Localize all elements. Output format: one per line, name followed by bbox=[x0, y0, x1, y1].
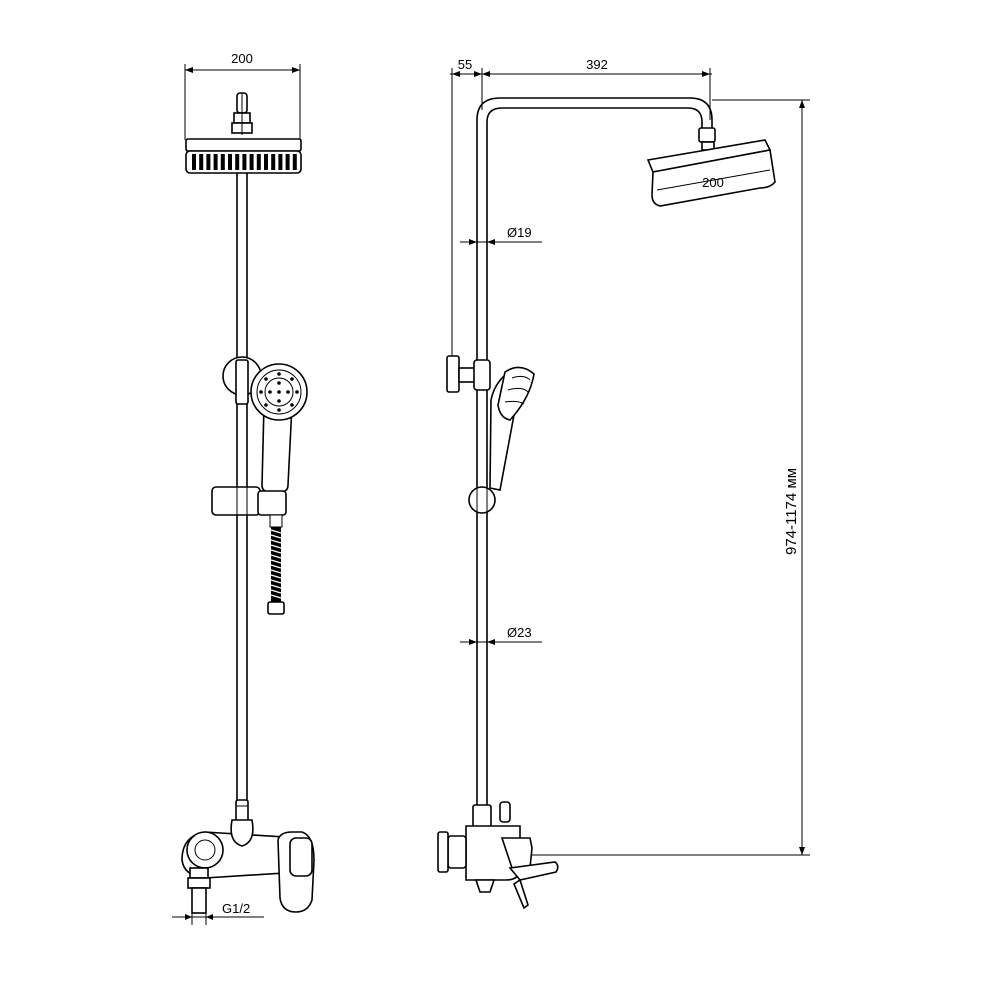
nozzle-dot bbox=[268, 390, 272, 394]
nozzle-dot bbox=[295, 390, 299, 394]
front-head-width-label: 200 bbox=[231, 51, 253, 66]
nozzle-slot bbox=[264, 154, 268, 170]
hose-stripe bbox=[270, 529, 282, 534]
side-height-range-label: 974-1174 мм bbox=[783, 468, 800, 555]
side-mixer bbox=[437, 801, 559, 910]
nozzle-slot bbox=[271, 154, 276, 170]
side-slider bbox=[468, 486, 496, 514]
nozzle-dot bbox=[290, 403, 294, 407]
nozzle-dot bbox=[259, 390, 263, 394]
nozzle-dot bbox=[264, 377, 268, 381]
nozzle-slot bbox=[292, 154, 297, 170]
hose-stripe bbox=[270, 594, 282, 599]
side-height-dimension: 974-1174 мм bbox=[520, 99, 810, 856]
nozzle-slot bbox=[228, 154, 232, 170]
nozzle-slot bbox=[285, 154, 290, 170]
hose-stripe bbox=[270, 534, 282, 539]
hose-stripe bbox=[270, 569, 282, 574]
nozzle-slot bbox=[249, 154, 254, 170]
side-riser-and-arm bbox=[476, 97, 713, 830]
side-lower-pipe-diameter: Ø23 bbox=[460, 625, 542, 645]
hose-stripe bbox=[270, 574, 282, 579]
nozzle-slot bbox=[213, 154, 218, 170]
front-inlet-dimension: G1/2 bbox=[172, 901, 264, 925]
nozzle-slot bbox=[242, 154, 247, 170]
side-upper-pipe-diameter-label: Ø19 bbox=[507, 225, 532, 240]
hose-stripe bbox=[270, 554, 282, 559]
side-arm-length-label: 392 bbox=[586, 57, 608, 72]
nozzle-dot bbox=[277, 381, 281, 385]
nozzle-dot bbox=[277, 408, 281, 412]
front-flexible-hose bbox=[267, 514, 285, 615]
side-head-width-label: 200 bbox=[702, 175, 724, 190]
nozzle-dot bbox=[277, 399, 281, 403]
nozzle-slot bbox=[256, 154, 261, 170]
side-lower-pipe-diameter-label: Ø23 bbox=[507, 625, 532, 640]
side-upper-pipe-diameter: Ø19 bbox=[460, 225, 542, 245]
front-head-connector bbox=[231, 92, 253, 135]
front-inlet-thread-label: G1/2 bbox=[222, 901, 250, 916]
hose-stripe bbox=[270, 589, 282, 594]
hose-stripe bbox=[270, 564, 282, 569]
nozzle-slot bbox=[199, 154, 204, 170]
front-head-width-dimension: 200 bbox=[184, 51, 301, 140]
hose-stripe bbox=[270, 544, 282, 549]
hose-stripe bbox=[270, 549, 282, 554]
front-hand-shower bbox=[250, 363, 308, 493]
side-hand-shower bbox=[489, 366, 535, 491]
nozzle-slot bbox=[235, 154, 240, 170]
nozzle-slot bbox=[192, 154, 196, 170]
front-hand-shower-nozzles bbox=[259, 372, 299, 412]
hose-stripe bbox=[270, 584, 282, 589]
side-view: 55 392 200 Ø19 bbox=[437, 57, 810, 910]
front-slider-holder bbox=[211, 486, 287, 516]
hose-stripe bbox=[270, 579, 282, 584]
front-mixer bbox=[181, 799, 315, 914]
side-wall-offset-label: 55 bbox=[458, 57, 472, 72]
nozzle-slot bbox=[206, 154, 211, 170]
front-view: 200 bbox=[172, 51, 315, 925]
nozzle-dot bbox=[264, 403, 268, 407]
side-rain-shower-head: 200 bbox=[646, 127, 776, 207]
nozzle-slot bbox=[220, 154, 225, 170]
nozzle-dot bbox=[286, 390, 290, 394]
front-head-nozzles bbox=[192, 154, 297, 170]
hose-stripe bbox=[270, 539, 282, 544]
nozzle-dot bbox=[290, 377, 294, 381]
side-top-dimensions: 55 392 bbox=[450, 57, 712, 370]
nozzle-dot bbox=[277, 372, 281, 376]
nozzle-dot bbox=[277, 390, 281, 394]
hose-stripe bbox=[270, 559, 282, 564]
front-hose-stripes bbox=[270, 529, 282, 599]
nozzle-slot bbox=[278, 154, 283, 170]
front-rain-shower-head bbox=[185, 138, 302, 174]
side-wall-bracket bbox=[446, 355, 491, 393]
